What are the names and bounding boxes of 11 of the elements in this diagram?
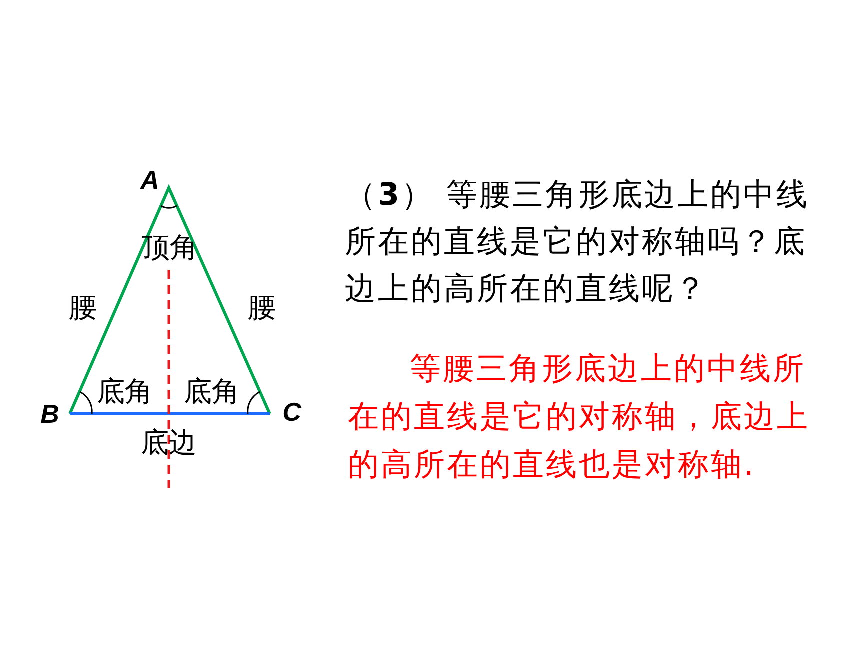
vertex-label: C	[282, 399, 302, 425]
angle-label: 顶角	[142, 234, 198, 262]
question-text: （3） 等腰三角形底边上的中线所在的直线是它的对称轴吗？底边上的高所在的直线呢？	[345, 176, 810, 309]
vertex-label: A	[140, 167, 160, 193]
answer-text: 等腰三角形底边上的中线所在的直线是它的对称轴，底边上的高所在的直线也是对称轴.	[348, 350, 811, 485]
side-label: 腰	[248, 294, 276, 322]
angle-label: 底角	[184, 378, 240, 406]
side-label: 底边	[141, 429, 197, 457]
vertex-label: B	[40, 401, 60, 427]
side-label: 腰	[69, 294, 97, 322]
angle-label: 底角	[97, 378, 153, 406]
